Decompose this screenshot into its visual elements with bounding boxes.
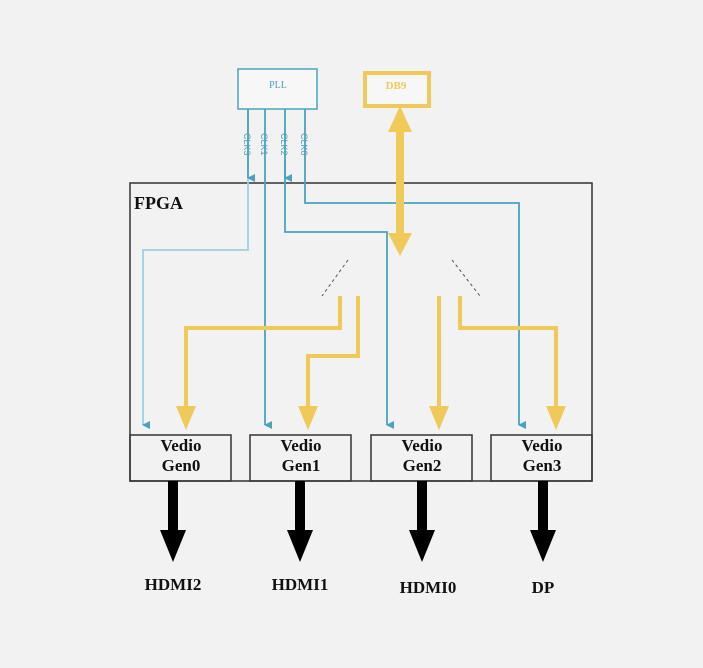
gen0-bus-arrowhead bbox=[176, 406, 196, 430]
clk2-to-gen2-line bbox=[284, 109, 394, 429]
video-gen2-label: Vedio Gen2 bbox=[372, 436, 472, 476]
switch-left-symbol bbox=[321, 259, 349, 297]
switch-right-symbol bbox=[451, 259, 481, 297]
video-gen3-line2: Gen3 bbox=[522, 456, 562, 475]
db9-bus-arrow bbox=[388, 106, 412, 256]
gen3-bus-arrowhead bbox=[546, 406, 566, 430]
video-gen1-line1: Vedio bbox=[280, 436, 322, 455]
video-gen0-line2: Gen0 bbox=[161, 456, 201, 475]
video-gen0-block bbox=[129, 434, 232, 482]
dp-output-arrow bbox=[530, 481, 556, 562]
fpga-block bbox=[129, 182, 593, 482]
video-gen1-line2: Gen1 bbox=[281, 456, 321, 475]
pll-block bbox=[237, 68, 318, 110]
hdmi1-output-arrow bbox=[287, 481, 313, 562]
output-label-hdmi1: HDMI1 bbox=[271, 575, 329, 594]
gen2-bus-arrowhead bbox=[429, 406, 449, 430]
gen1-bus-arrowhead bbox=[298, 406, 318, 430]
clock-label-2: CLK2 bbox=[279, 133, 289, 156]
clk0-to-gen3-line bbox=[304, 109, 526, 429]
hdmi0-output-arrow bbox=[409, 481, 435, 562]
clock-label-1: CLK1 bbox=[259, 133, 269, 156]
video-gen0-label: Vedio Gen0 bbox=[131, 436, 231, 476]
video-gen3-label: Vedio Gen3 bbox=[492, 436, 592, 476]
fpga-label: FPGA bbox=[134, 193, 183, 213]
video-gen3-line1: Vedio bbox=[521, 436, 563, 455]
video-gen0-line1: Vedio bbox=[160, 436, 202, 455]
output-label-dp: DP bbox=[531, 578, 555, 597]
video-gen2-line1: Vedio bbox=[401, 436, 443, 455]
bus-to-gen3-line bbox=[458, 296, 558, 408]
video-gen2-line2: Gen2 bbox=[402, 456, 442, 475]
clock-label-3: CLK0 bbox=[299, 133, 309, 156]
clock-label-0: CLK3 bbox=[242, 133, 252, 156]
bus-to-gen1-line bbox=[306, 296, 360, 408]
output-label-hdmi0: HDMI0 bbox=[399, 578, 457, 597]
hdmi2-output-arrow bbox=[160, 481, 186, 562]
video-gen1-label: Vedio Gen1 bbox=[251, 436, 351, 476]
clk3-to-gen0-line bbox=[142, 109, 249, 429]
bus-to-gen0-line bbox=[184, 296, 342, 408]
db9-label: DB9 bbox=[385, 80, 407, 92]
output-label-hdmi2: HDMI2 bbox=[144, 575, 202, 594]
pll-label: PLL bbox=[269, 80, 287, 91]
db9-block bbox=[363, 71, 431, 108]
